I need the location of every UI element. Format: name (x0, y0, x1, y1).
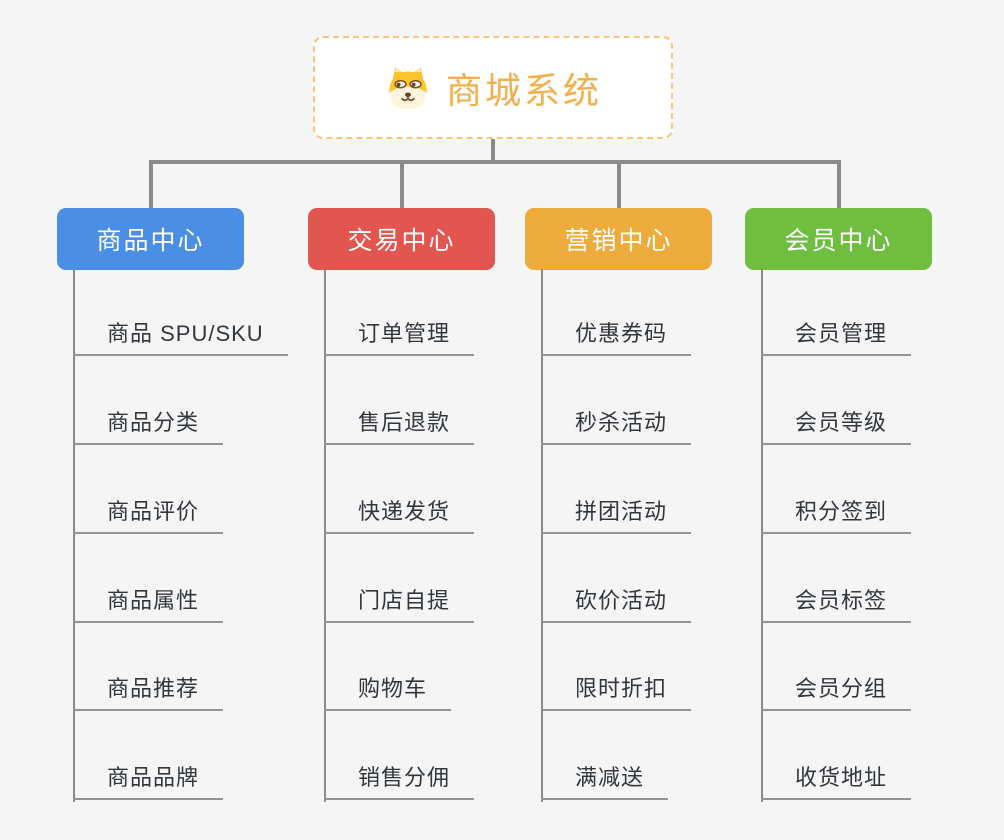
branch-node-4[interactable]: 会员中心 (745, 208, 932, 270)
child-node[interactable]: 会员管理 (761, 312, 912, 356)
connector-trunk (324, 269, 326, 802)
branch-node-2[interactable]: 交易中心 (308, 208, 495, 270)
connector-trunk (761, 269, 763, 802)
branch-label: 交易中心 (347, 227, 456, 255)
child-node[interactable]: 商品推荐 (73, 667, 224, 711)
connector-drop (399, 160, 404, 208)
branch-label: 会员中心 (784, 227, 893, 255)
child-node[interactable]: 优惠券码 (541, 312, 692, 356)
child-node[interactable]: 秒杀活动 (541, 401, 692, 445)
child-node[interactable]: 快递发货 (324, 490, 475, 534)
child-node[interactable]: 限时折扣 (541, 667, 692, 711)
child-node[interactable]: 售后退款 (324, 401, 475, 445)
child-node[interactable]: 商品 SPU/SKU (73, 312, 288, 356)
child-node[interactable]: 商品属性 (73, 579, 224, 623)
child-node[interactable]: 积分签到 (761, 490, 912, 534)
dog-face-icon (389, 67, 427, 109)
branch-node-1[interactable]: 商品中心 (57, 208, 244, 270)
connector-bus (149, 160, 840, 164)
connector-trunk (541, 269, 543, 802)
child-node[interactable]: 商品品牌 (73, 756, 224, 800)
connector-root-stem (491, 139, 495, 163)
branch-label: 商品中心 (96, 227, 205, 255)
connector-drop (836, 160, 841, 208)
child-node[interactable]: 商品评价 (73, 490, 224, 534)
child-node[interactable]: 砍价活动 (541, 579, 692, 623)
child-node[interactable]: 会员等级 (761, 401, 912, 445)
child-node[interactable]: 会员分组 (761, 667, 912, 711)
child-node[interactable]: 销售分佣 (324, 756, 475, 800)
root-node[interactable]: 商城系统 (313, 36, 673, 139)
connector-drop (616, 160, 621, 208)
connector-drop (148, 160, 153, 208)
child-node[interactable]: 订单管理 (324, 312, 475, 356)
branch-node-3[interactable]: 营销中心 (525, 208, 712, 270)
root-title: 商城系统 (445, 69, 602, 111)
child-node[interactable]: 门店自提 (324, 579, 475, 623)
child-node[interactable]: 拼团活动 (541, 490, 692, 534)
child-node[interactable]: 会员标签 (761, 579, 912, 623)
child-node[interactable]: 满减送 (541, 756, 669, 800)
connector-trunk (73, 269, 75, 802)
child-node[interactable]: 购物车 (324, 667, 452, 711)
branch-label: 营销中心 (564, 227, 673, 255)
child-node[interactable]: 商品分类 (73, 401, 224, 445)
child-node[interactable]: 收货地址 (761, 756, 912, 800)
